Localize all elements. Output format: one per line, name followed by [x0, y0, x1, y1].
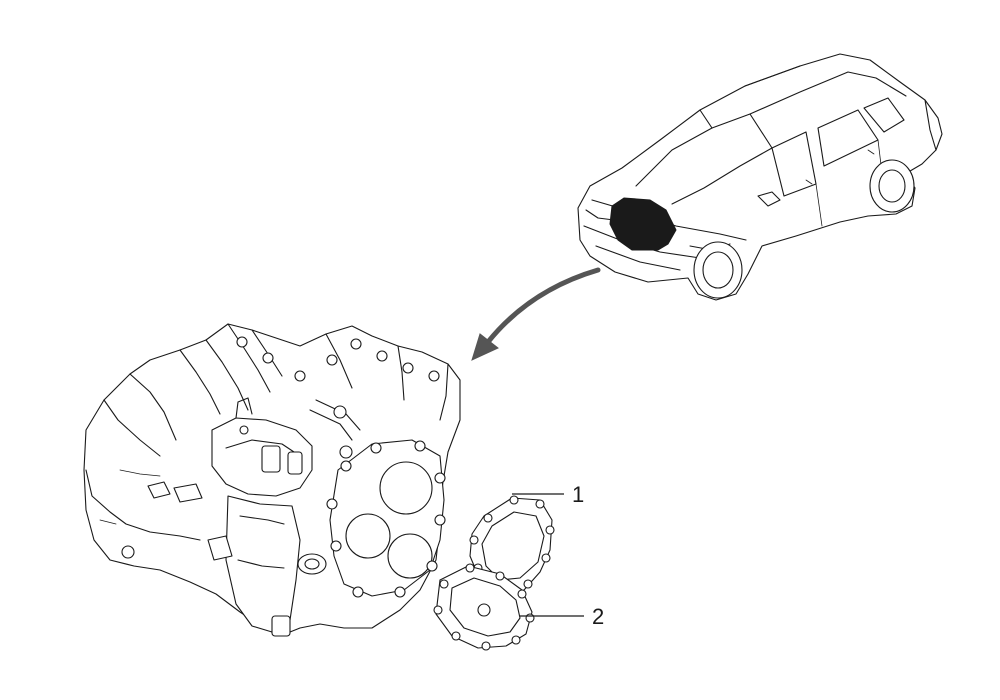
transmission-assembly — [83, 323, 461, 637]
callout-2-label: 2 — [592, 604, 604, 629]
curved-arrow-icon — [471, 267, 601, 361]
transmission-rear-cover — [433, 563, 535, 651]
callout-2: 2 — [520, 604, 604, 629]
vehicle-illustration — [577, 53, 943, 301]
callout-1: 1 — [512, 482, 584, 507]
transmission-location-highlight — [609, 197, 677, 251]
transmission-cover-gasket — [469, 495, 555, 593]
callout-1-label: 1 — [572, 482, 584, 507]
